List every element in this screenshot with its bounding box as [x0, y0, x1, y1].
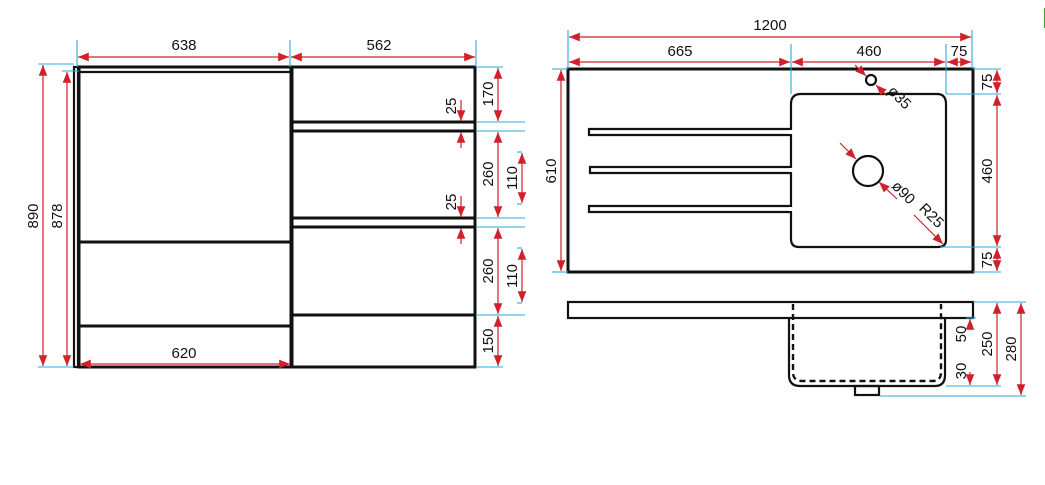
- label-610: 610: [543, 158, 560, 183]
- label-260a: 260: [480, 161, 497, 186]
- label-75-bottom: 75: [979, 252, 996, 269]
- label-460-h: 460: [856, 43, 881, 60]
- label-170: 170: [480, 81, 497, 106]
- label-1200: 1200: [753, 17, 786, 34]
- label-665: 665: [667, 43, 692, 60]
- label-75-top: 75: [979, 74, 996, 91]
- label-75-h: 75: [951, 43, 968, 60]
- label-878: 878: [49, 203, 66, 228]
- label-radius: R25: [915, 200, 946, 231]
- groove-1: [587, 127, 791, 137]
- label-50: 50: [953, 326, 970, 343]
- sink-top-view: 1200 665 460 75 610 75 460 75 ø35 ø90 R2…: [543, 17, 1002, 274]
- left-cabinet-body: [77, 65, 293, 369]
- sink-side-view: 50 30 250 280: [566, 300, 1026, 397]
- sink-top-outline: [566, 67, 975, 274]
- label-25a: 25: [443, 98, 460, 115]
- sink-top-slab: [566, 300, 975, 320]
- label-30: 30: [953, 363, 970, 380]
- label-280: 280: [1003, 336, 1020, 361]
- label-tap-hole: ø35: [884, 83, 914, 113]
- label-110b: 110: [504, 264, 521, 288]
- label-890: 890: [25, 203, 42, 228]
- cabinet-front-view: 638 562 620 890 878 170 260 260 150 110 …: [25, 37, 527, 369]
- label-drain-hole: ø90: [888, 178, 918, 208]
- bowl-hidden-line: [791, 304, 943, 383]
- tap-hole: [864, 73, 878, 87]
- sink-bowl: [789, 92, 948, 249]
- drain-outlet: [853, 384, 881, 397]
- label-562: 562: [366, 37, 391, 54]
- label-460-v: 460: [979, 158, 996, 183]
- groove-2: [588, 165, 791, 175]
- side-panel: [72, 65, 80, 369]
- drain-hole: [851, 154, 885, 188]
- label-25b: 25: [443, 194, 460, 211]
- label-150: 150: [480, 328, 497, 353]
- label-260b: 260: [480, 258, 497, 283]
- groove-3: [587, 204, 791, 214]
- label-638: 638: [171, 37, 196, 54]
- label-250: 250: [979, 331, 996, 356]
- bowl-profile: [787, 318, 947, 388]
- label-620: 620: [171, 345, 196, 362]
- label-110a: 110: [504, 166, 521, 190]
